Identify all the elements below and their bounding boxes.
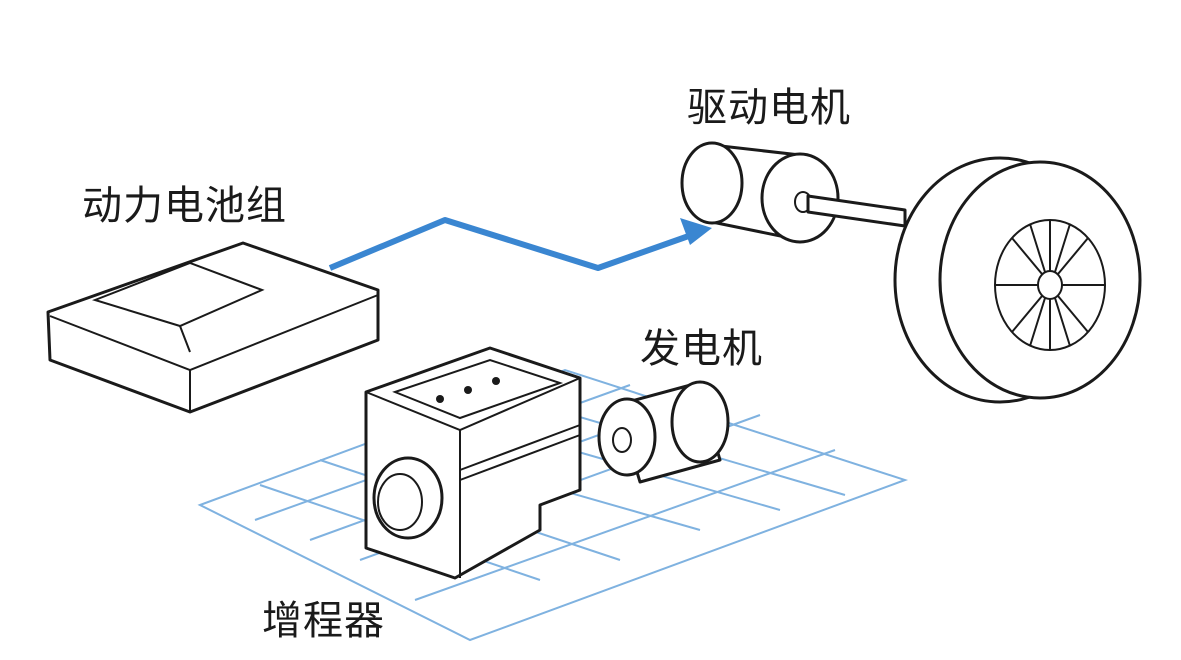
battery-pack xyxy=(46,241,380,414)
generator xyxy=(597,380,730,484)
energy-flow-arrow xyxy=(328,217,712,271)
drive-motor xyxy=(680,141,907,244)
battery-pack-label: 动力电池组 xyxy=(82,183,287,229)
wheel xyxy=(893,156,1142,404)
range-extender xyxy=(364,346,582,580)
range-extender-label: 增程器 xyxy=(262,598,385,644)
generator-label: 发电机 xyxy=(640,326,763,372)
drive-motor-label: 驱动电机 xyxy=(687,85,851,131)
